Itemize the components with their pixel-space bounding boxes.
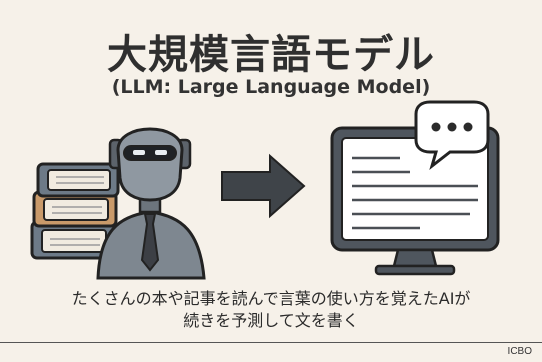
divider xyxy=(0,342,542,343)
credit-text: ICBO xyxy=(507,346,532,357)
right-arrow-icon xyxy=(221,153,306,219)
computer-monitor-icon xyxy=(330,126,500,276)
illustration xyxy=(30,100,500,280)
caption-line-1: たくさんの本や記事を読んで言葉の使い方を覚えたAIが xyxy=(71,289,471,308)
page-subtitle: (LLM: Large Language Model) xyxy=(111,76,431,98)
speech-bubble-icon xyxy=(414,100,490,171)
caption-line-2: 続きを予測して文を書く xyxy=(183,311,359,330)
page-title: 大規模言語モデル xyxy=(107,32,435,78)
robot-icon xyxy=(96,127,206,280)
